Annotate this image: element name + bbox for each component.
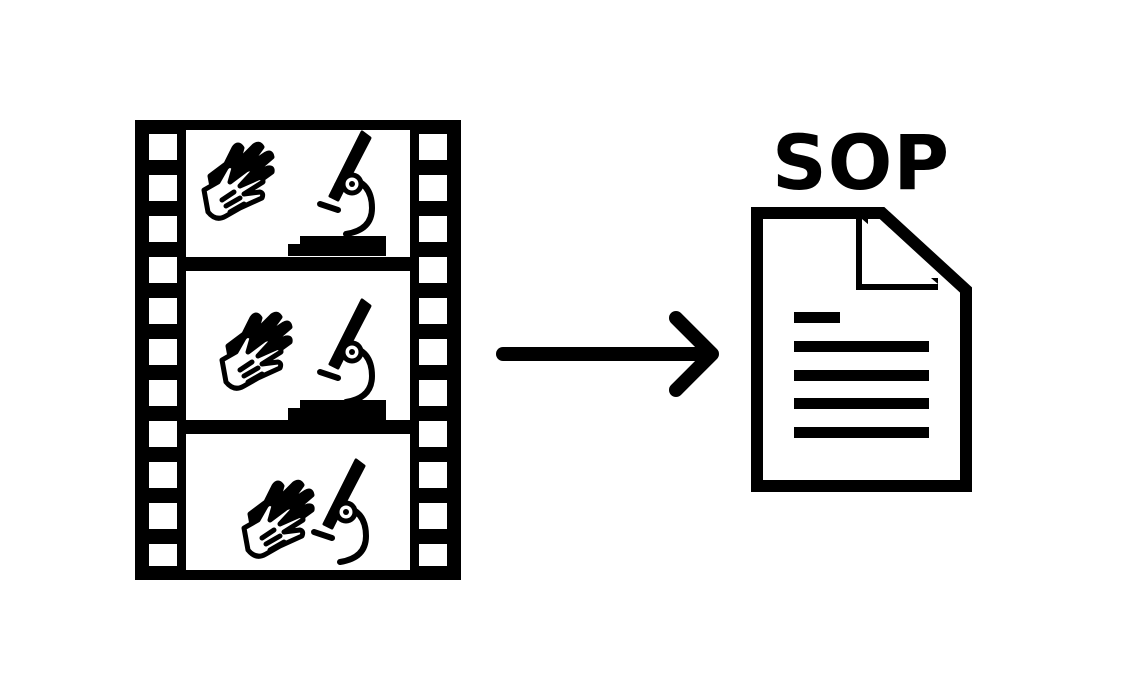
film-frame-3 <box>192 436 404 570</box>
film-strip <box>135 120 461 580</box>
film-frame-2 <box>192 273 404 420</box>
film-frame-1 <box>192 130 404 256</box>
right-arrow-icon <box>496 311 719 397</box>
frame-separator <box>186 420 410 434</box>
document-text-lines <box>794 312 929 438</box>
document-icon <box>751 207 972 492</box>
frame-separator <box>186 257 410 271</box>
sprocket-holes-left <box>149 134 177 566</box>
document-label: SOP <box>771 118 951 207</box>
sprocket-holes-right <box>419 134 447 566</box>
